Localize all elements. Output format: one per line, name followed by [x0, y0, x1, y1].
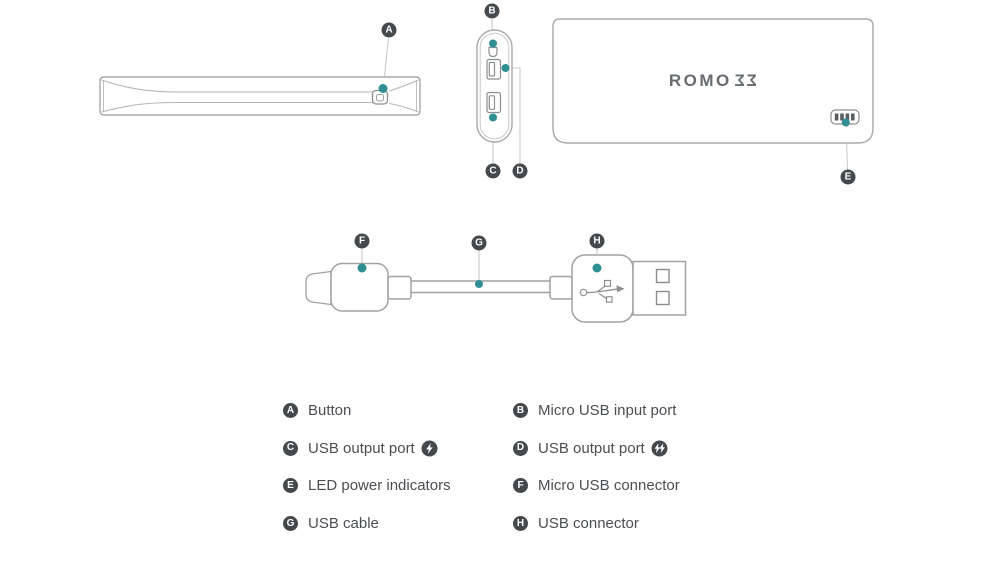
usb-output-port-d-tongue	[488, 61, 496, 77]
logo-sigma: Σ	[744, 71, 758, 90]
logo-sigma: Σ	[731, 71, 745, 90]
fast-charge-icon	[421, 440, 438, 457]
usb-output-port-c-tongue	[488, 95, 496, 110]
powerbank-end-view	[476, 29, 513, 143]
marker-dot-c	[489, 113, 497, 122]
usb-a-plug-hole	[655, 268, 670, 284]
legend-item-e: E LED power indicators	[283, 477, 513, 494]
legend-item-c: C USB output port	[283, 440, 513, 457]
end-inner-outline	[479, 32, 510, 140]
logo-prefix: ROMO	[668, 71, 732, 90]
side-face-curves	[101, 79, 419, 113]
callout-badge-b: B	[484, 3, 500, 19]
leader-line-d	[509, 67, 521, 164]
power-button	[371, 89, 389, 105]
callout-badge-a: A	[381, 22, 397, 38]
legend-item-a: A Button	[283, 402, 513, 419]
usb-output-port-d	[486, 58, 502, 80]
usb-output-ports	[486, 58, 502, 114]
romoss-logo: ROMOΣΣ	[593, 71, 833, 90]
usb-output-port-c	[486, 91, 502, 114]
marker-dot-e	[841, 118, 850, 127]
legend-label-g: USB cable	[308, 515, 379, 533]
marker-dots	[357, 39, 850, 288]
legend-item-f: F Micro USB connector	[513, 477, 680, 494]
legend-marker-f: F	[513, 478, 528, 494]
callout-badge-f: F	[354, 233, 370, 249]
marker-dot-a	[378, 84, 388, 93]
legend-marker-b: B	[513, 403, 528, 419]
legend-item-b: B Micro USB input port	[513, 402, 680, 419]
legend-label-a: Button	[308, 402, 352, 420]
usb-a-plug-hole	[655, 290, 670, 306]
front-outline	[552, 18, 874, 144]
micro-usb-strain-relief	[387, 275, 412, 300]
legend-marker-c: C	[283, 440, 298, 456]
led-dot	[840, 113, 844, 121]
legend-label-b: Micro USB input port	[538, 402, 677, 420]
usb-trident-icon	[579, 279, 625, 303]
legend-marker-h: H	[513, 516, 528, 532]
legend-label-h: USB connector	[538, 515, 639, 533]
end-outline	[476, 29, 513, 143]
legend-marker-e: E	[283, 478, 298, 494]
legend-item-d: D USB output port	[513, 440, 680, 457]
legend-item-h: H USB connector	[513, 515, 680, 532]
callout-badge-d: D	[512, 163, 528, 179]
legend-marker-g: G	[283, 516, 298, 532]
led-dot	[834, 113, 839, 121]
legend-marker-d: D	[513, 440, 528, 456]
usb-a-plug-holes	[655, 268, 670, 306]
double-fast-charge-icon	[651, 440, 668, 457]
micro-usb-tip	[305, 270, 332, 306]
legend-marker-a: A	[283, 403, 298, 419]
power-button-detail	[376, 94, 384, 102]
side-edge-highlights	[103, 80, 417, 112]
callout-badge-g: G	[471, 235, 487, 251]
led-dot	[845, 113, 850, 121]
usb-cable-drawing	[305, 254, 687, 323]
side-outline	[99, 76, 421, 116]
marker-dot-d	[501, 64, 510, 72]
marker-dot-h	[592, 263, 602, 273]
usb-a-strain-relief	[549, 275, 573, 300]
powerbank-front-view	[552, 18, 874, 144]
callout-badge-h: H	[589, 233, 605, 249]
callout-badge-c: C	[485, 163, 501, 179]
marker-dot-f	[357, 263, 367, 273]
legend: A Button B Micro USB input port C USB ou…	[283, 392, 680, 542]
legend-label-e: LED power indicators	[308, 477, 451, 495]
marker-dot-g	[475, 280, 483, 288]
marker-dot-b	[489, 39, 497, 48]
usb-a-metal-plug	[632, 260, 687, 316]
legend-label-d: USB output port	[538, 439, 645, 457]
legend-label-f: Micro USB connector	[538, 477, 680, 495]
led-dot	[851, 113, 855, 121]
callout-badge-e: E	[840, 169, 856, 185]
legend-label-c: USB output port	[308, 439, 415, 457]
micro-usb-input-port	[488, 46, 498, 58]
legend-item-g: G USB cable	[283, 515, 513, 532]
powerbank-side-view	[99, 76, 421, 116]
